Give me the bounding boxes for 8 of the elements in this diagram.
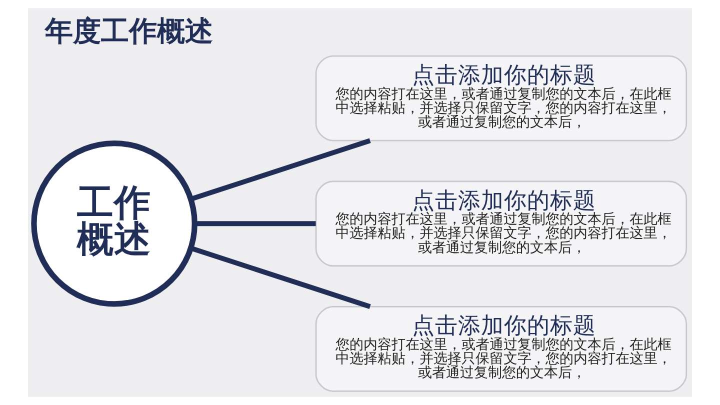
connector [190, 246, 371, 309]
node-box: 点击添加你的标题 您的内容打在这里，或者通过复制您的文本后，在此框中选择粘贴，并选择只保留文字，您的内容打在这里，或者通过复制您的文本后， [315, 306, 688, 392]
connector [190, 138, 371, 202]
node-circle: 工作概述 [31, 140, 198, 307]
connector [195, 221, 316, 226]
node-box: 点击添加你的标题 您的内容打在这里，或者通过复制您的文本后，在此框中选择粘贴，并选择只保留文字，您的内容打在这里，或者通过复制您的文本后， [315, 180, 688, 267]
node-box: 点击添加你的标题 您的内容打在这里，或者通过复制您的文本后，在此框中选择粘贴，并选择只保留文字，您的内容打在这里，或者通过复制您的文本后， [315, 55, 688, 142]
diagram-title: 年度工作概述 [44, 14, 213, 48]
